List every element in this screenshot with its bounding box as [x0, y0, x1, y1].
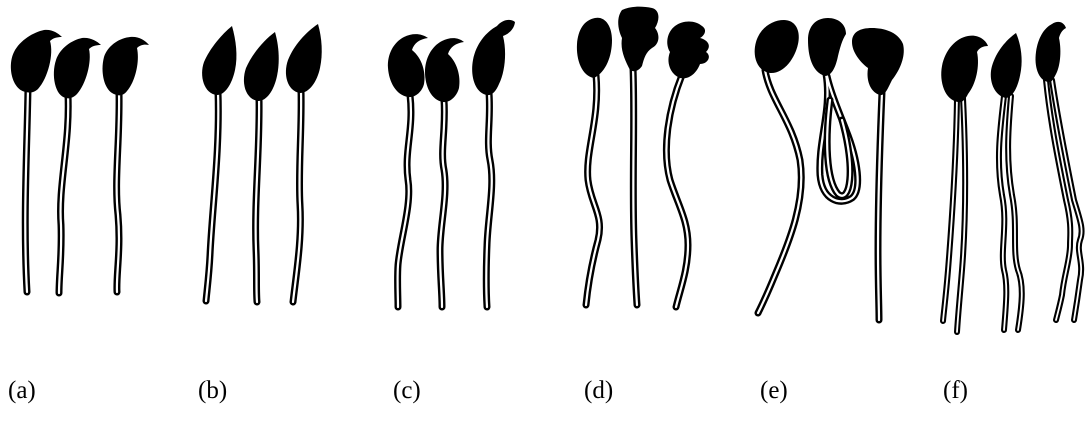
sperm-a2-tail-core [57, 93, 70, 295]
sperm-c1-head [387, 34, 428, 98]
sperm-b1-tail [202, 88, 222, 305]
panel-label-e: (e) [760, 377, 788, 404]
sperm-f3 [1035, 21, 1085, 323]
sperm-a1-head [10, 29, 62, 93]
sperm-e1 [754, 20, 805, 317]
sperm-a2 [53, 37, 101, 297]
panel-label-a: (a) [8, 377, 36, 404]
sperm-e1-tail-core [756, 68, 803, 315]
sperm-f3-tail-2-core [1051, 79, 1083, 321]
sperm-c1 [387, 34, 428, 311]
sperm-e3-tail-core [876, 90, 884, 322]
panel-f-drawing [940, 21, 1085, 335]
sperm-f3-head [1035, 21, 1066, 83]
sperm-e2 [808, 18, 862, 205]
sperm-d3-tail-core [665, 73, 690, 309]
sperm-d3 [662, 21, 709, 311]
sperm-e2-tail-loop-core [826, 98, 852, 197]
sperm-d2-tail-core [631, 66, 639, 307]
sperm-b2-tail-core [254, 96, 261, 304]
sperm-b3-head [285, 24, 322, 93]
sperm-e3-head [852, 28, 904, 96]
sperm-b1 [202, 26, 237, 305]
panel-a-drawing [10, 29, 149, 297]
panel-label-c: (c) [393, 377, 421, 404]
sperm-f2-tail-2-core [1007, 95, 1023, 331]
sperm-e2-head [808, 18, 846, 76]
panel-b-drawing [202, 24, 322, 306]
panel-label-f: (f) [943, 377, 968, 404]
sperm-b3-tail-core [291, 88, 303, 304]
sperm-a3-tail-core [115, 90, 121, 294]
sperm-a3-head [102, 36, 149, 96]
sperm-e3 [852, 28, 904, 324]
sperm-a1 [10, 29, 62, 296]
sperm-f1 [940, 35, 988, 335]
sperm-c1-tail-core [396, 93, 413, 309]
sperm-e1-head [754, 20, 799, 74]
sperm-f1-tail-1 [940, 95, 960, 324]
sperm-b1-tail-core [204, 90, 220, 303]
sperm-a2-head [53, 37, 101, 99]
sperm-f3-tail-1-core [1045, 79, 1072, 321]
sperm-c2-head [425, 38, 464, 103]
sperm-f1-tail-1-core [942, 97, 958, 322]
sperm-c3-head [472, 19, 515, 96]
sperm-d1-tail-core [584, 73, 601, 307]
sperm-d1-head [576, 17, 612, 78]
sperm-c2 [425, 38, 464, 311]
sperm-b3 [285, 24, 322, 306]
panel-c-drawing [387, 19, 515, 311]
sperm-f1-tail-2-core [956, 97, 967, 333]
sperm-a1-tail-core [24, 86, 30, 294]
sperm-f2-head [990, 33, 1022, 98]
panel-d-drawing [576, 6, 709, 311]
sperm-f2 [990, 33, 1025, 333]
sperm-c3 [472, 19, 515, 311]
sperm-c2-tail-core [438, 98, 447, 309]
sperm-b1-head [202, 26, 237, 95]
sperm-d2 [618, 6, 659, 309]
sperm-d3-head [667, 21, 709, 79]
panel-label-d: (d) [584, 377, 614, 404]
sperm-d1 [576, 17, 612, 309]
sperm-f1-head [941, 35, 988, 103]
panel-label-b: (b) [198, 377, 228, 404]
sperm-a3 [102, 36, 149, 296]
sperm-f2-tail-1-core [998, 95, 1008, 331]
sperm-d2-head [618, 6, 659, 72]
sperm-c3-tail-core [485, 91, 493, 309]
sperm-d1-tail [582, 71, 604, 309]
panel-e-drawing [754, 18, 904, 324]
sperm-b2-head [243, 32, 279, 101]
sperm-b2 [243, 32, 279, 306]
